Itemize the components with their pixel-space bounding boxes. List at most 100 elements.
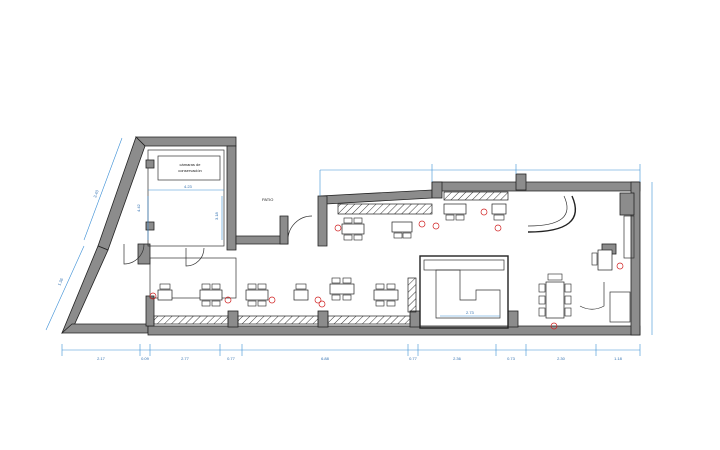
- marker: [268, 296, 276, 304]
- dim-bottom-value: 2.77: [181, 356, 190, 361]
- marker: [149, 292, 157, 300]
- dim-bottom-value: 2.36: [453, 356, 462, 361]
- dim-left-slant-b: [45, 245, 85, 331]
- wall-south-left: [60, 323, 149, 334]
- table-s4: [293, 289, 309, 301]
- dim-storage-height-b: 3.18: [214, 211, 219, 220]
- bar-outline: [419, 255, 509, 329]
- pillar-3: [409, 310, 421, 328]
- dim-left-slant-a: [83, 137, 123, 241]
- chair: [257, 283, 267, 290]
- markers: [149, 208, 624, 330]
- chair: [353, 217, 363, 224]
- dim-left-side-b: 1.36: [56, 277, 64, 287]
- outer-walls: [60, 136, 641, 336]
- chair: [375, 283, 385, 290]
- entry-outline: [149, 257, 237, 299]
- door-swing-east: [579, 282, 605, 310]
- dim-bottom-value: 0.73: [507, 356, 516, 361]
- marker: [550, 322, 558, 330]
- patio-door-swing: [287, 215, 313, 241]
- pillar-west: [145, 295, 155, 327]
- wall-pillar-nw: [431, 181, 443, 199]
- storage-column-2: [145, 221, 155, 231]
- east-window: [623, 215, 635, 259]
- east-vestibule: [609, 291, 631, 323]
- wall-patio-stub: [279, 215, 289, 245]
- wall-pillar-north: [515, 173, 527, 191]
- chair: [353, 234, 363, 241]
- bench-south-1: [153, 315, 229, 325]
- entry-zone: [123, 243, 237, 299]
- chair: [201, 300, 211, 307]
- wall-left-slant-lower: [61, 245, 109, 334]
- chair: [331, 277, 341, 284]
- dim-bottom-value: 0.09: [141, 356, 150, 361]
- furniture: [157, 203, 613, 319]
- chair: [342, 277, 352, 284]
- wall-left-slant-upper: [97, 136, 146, 251]
- bar-counter-top: [423, 259, 505, 271]
- chair: [386, 300, 396, 307]
- dim-bottom-value: 0.77: [227, 356, 236, 361]
- chair: [547, 273, 563, 281]
- wall-east-pillar: [619, 192, 635, 216]
- table-n2: [391, 221, 413, 233]
- chair: [247, 283, 257, 290]
- pillar-4: [507, 310, 519, 328]
- chair: [247, 300, 257, 307]
- chair: [159, 283, 171, 290]
- chair: [343, 217, 353, 224]
- storage-column: [145, 159, 155, 169]
- wall-hall-north: [319, 189, 433, 205]
- wall-north-right: [431, 181, 641, 192]
- dim-bottom-value: 1.18: [614, 356, 623, 361]
- curved-counter: [527, 195, 577, 233]
- patio-label: PATIO: [262, 197, 273, 202]
- chair: [211, 283, 221, 290]
- marker: [224, 296, 232, 304]
- wall-south-main: [147, 325, 641, 336]
- chair: [342, 294, 352, 301]
- dim-bottom-value: 6.88: [321, 356, 330, 361]
- chair: [564, 295, 572, 305]
- chair: [201, 283, 211, 290]
- storage-label-2: conservación: [178, 168, 202, 173]
- marker: [616, 262, 624, 270]
- chair: [331, 294, 341, 301]
- dim-bottom-value: 2.17: [97, 356, 106, 361]
- marker: [318, 300, 326, 308]
- table-s6: [373, 289, 399, 301]
- door-swing-west: [123, 243, 145, 265]
- table-n4: [491, 203, 507, 215]
- door-swing-storage: [185, 247, 205, 267]
- wall-storage-north: [135, 136, 237, 147]
- chair: [343, 234, 353, 241]
- bench-north-2: [443, 191, 509, 201]
- bench-south-3: [327, 315, 411, 325]
- table-e1: [597, 249, 613, 271]
- bar-area: 2.73: [419, 255, 509, 329]
- chair: [538, 283, 546, 293]
- marker: [494, 224, 502, 232]
- bench-south-2: [237, 315, 319, 325]
- curved-counter-inner: [527, 195, 568, 227]
- marker: [418, 220, 426, 228]
- chair: [211, 300, 221, 307]
- chair: [591, 252, 598, 266]
- chair: [564, 307, 572, 317]
- benches: [153, 191, 509, 325]
- bench-divider: [407, 277, 417, 313]
- dim-storage-height-a: 4.42: [136, 203, 141, 212]
- table-n1: [341, 223, 365, 235]
- table-e2-long: [545, 281, 565, 319]
- table-s5: [329, 283, 355, 295]
- storage-room: cámaras de conservación: [145, 149, 225, 247]
- marker: [480, 208, 488, 216]
- marker: [334, 224, 342, 232]
- table-n3: [443, 203, 467, 215]
- pillar-1: [227, 310, 239, 328]
- chair: [538, 307, 546, 317]
